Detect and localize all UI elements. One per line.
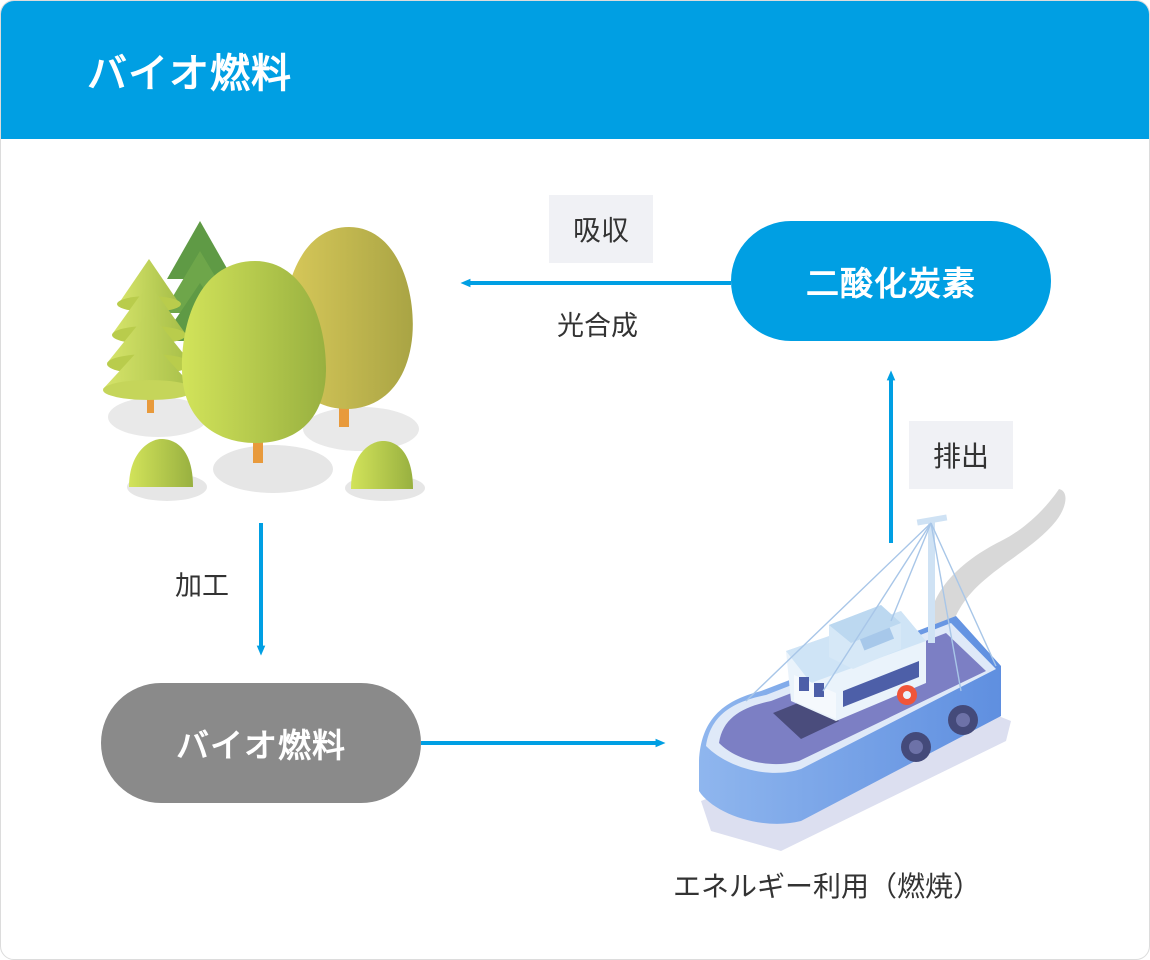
process-label: 加工 bbox=[175, 571, 229, 602]
fishing-boat-illustration bbox=[699, 489, 1066, 851]
forest-illustration bbox=[103, 221, 425, 501]
biofuel-node: バイオ燃料 bbox=[101, 683, 421, 803]
absorb-tag: 吸収 bbox=[549, 195, 653, 263]
photosynthesis-label: 光合成 bbox=[557, 311, 638, 342]
energy-use-label: エネルギー利用（燃焼） bbox=[673, 870, 982, 903]
header-bar: バイオ燃料 bbox=[1, 1, 1149, 139]
emit-tag: 排出 bbox=[909, 421, 1013, 489]
front-tree bbox=[181, 261, 327, 463]
page-title: バイオ燃料 bbox=[87, 51, 292, 97]
co2-node: 二酸化炭素 bbox=[731, 221, 1051, 341]
pine-tree-light bbox=[103, 259, 195, 413]
